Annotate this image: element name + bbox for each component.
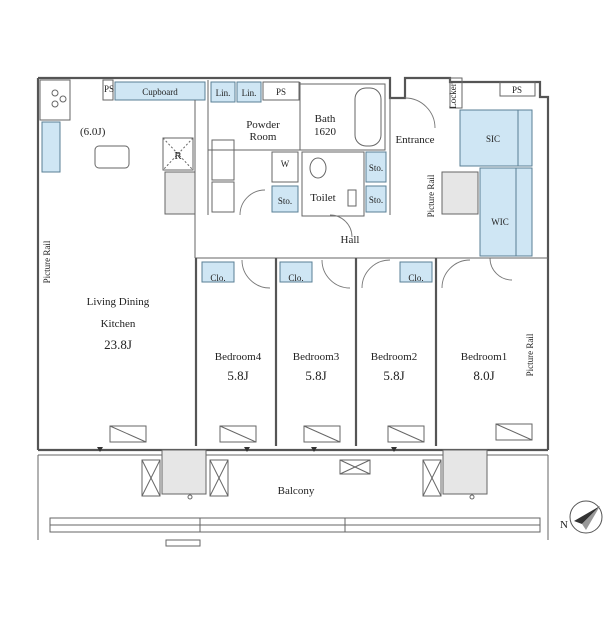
powder-room-label-2: Room	[250, 131, 277, 143]
bedroom4-size: 5.8J	[227, 368, 248, 383]
bedroom2-size: 5.8J	[383, 368, 404, 383]
powder-room-label-1: Powder	[246, 119, 280, 131]
ac-outdoor-left	[161, 449, 207, 495]
toilet-label: Toilet	[310, 192, 336, 204]
toilet-sink	[347, 189, 357, 207]
ldk-size: 23.8J	[104, 337, 132, 352]
bath-toilet-area: Bath 1620 Toilet Sto. Sto. Hall	[299, 82, 387, 246]
sink	[94, 145, 130, 169]
locker	[449, 77, 463, 109]
bedroom4: Clo. Bedroom4 5.8J	[201, 259, 271, 452]
bedroom1-size: 8.0J	[473, 368, 494, 383]
ps-left-box	[102, 79, 114, 101]
ldk-area: Picture Rail Living Dining Kitchen 23.8J	[42, 240, 150, 452]
sto1-label: Sto.	[278, 196, 292, 206]
lin2-label: Lin.	[242, 88, 257, 98]
fridge-label: R	[174, 150, 182, 162]
balcony: Balcony	[37, 449, 549, 547]
vanity	[211, 139, 235, 181]
north-arrow: N	[560, 500, 603, 534]
storage-2	[365, 151, 387, 183]
stove	[39, 79, 71, 121]
linen-closet-2	[236, 81, 262, 103]
interior-walls	[194, 257, 548, 446]
bedroom3-size: 5.8J	[305, 368, 326, 383]
ps-right-label: PS	[512, 85, 522, 95]
ldk-label-1: Living Dining	[87, 296, 150, 308]
bedroom3-label: Bedroom3	[293, 351, 340, 363]
pantry-box	[164, 171, 196, 215]
picture-rail-left: Picture Rail	[42, 240, 52, 283]
clo4	[201, 261, 235, 283]
fridge	[162, 137, 194, 171]
hatch	[165, 539, 201, 547]
linen-closet-1	[210, 81, 236, 103]
clo1-label: Clo.	[210, 273, 225, 283]
bathtub	[354, 87, 382, 147]
wic-label: WIC	[491, 217, 509, 227]
wic-shelf	[515, 167, 533, 257]
drain-box	[339, 459, 371, 475]
clo2	[399, 261, 433, 283]
toilet-bowl	[309, 157, 327, 179]
washer-box	[271, 151, 299, 183]
picture-rail-right: Picture Rail	[525, 333, 535, 376]
entrance-area: Entrance Locker PS SIC Picture Rail WIC	[389, 77, 536, 281]
bath-label-2: 1620	[314, 126, 337, 138]
ps-mid-box	[262, 81, 300, 101]
powder-room-area: Lin. Lin. PS Powder Room W Sto.	[207, 80, 300, 216]
north-label: N	[560, 519, 568, 531]
picture-rail-entrance: Picture Rail	[426, 174, 436, 217]
kitchen-size: (6.0J)	[80, 126, 106, 138]
sto3-label: Sto.	[369, 195, 383, 205]
bedroom1: Bedroom1 8.0J Picture Rail	[441, 259, 535, 441]
bath-label-1: Bath	[315, 113, 336, 125]
ps-right-box	[499, 81, 536, 97]
bedroom4-label: Bedroom4	[215, 351, 262, 363]
cupboard-label: Cupboard	[142, 87, 178, 97]
hall-label: Hall	[341, 234, 360, 246]
sto2-label: Sto.	[369, 163, 383, 173]
bedroom2: Clo. Bedroom2 5.8J	[361, 259, 433, 452]
sic-label: SIC	[486, 134, 500, 144]
clo3-label: Clo.	[408, 273, 423, 283]
kitchen-counter-blue	[41, 121, 61, 173]
ps-mid-label: PS	[276, 87, 286, 97]
locker-label: Locker	[448, 83, 458, 108]
bedroom3: Clo. Bedroom3 5.8J	[279, 259, 351, 452]
bedroom1-label: Bedroom1	[461, 351, 507, 363]
ldk-ac-unit	[109, 425, 147, 443]
sic-shelf	[517, 109, 533, 167]
bathroom	[299, 83, 386, 151]
vanity-2	[211, 181, 235, 213]
kitchen-area: (6.0J) PS Cupboard R	[39, 79, 206, 258]
entrance-label: Entrance	[395, 134, 434, 146]
ac-outdoor-right	[442, 449, 488, 495]
ps-left-label: PS	[104, 84, 114, 94]
toilet-room	[301, 151, 365, 217]
storage-1	[271, 185, 299, 213]
lin1-label: Lin.	[216, 88, 231, 98]
bedroom2-label: Bedroom2	[371, 351, 417, 363]
storage-3	[365, 185, 387, 213]
clo2-label: Clo.	[288, 273, 303, 283]
clo3	[279, 261, 313, 283]
ldk-label-2: Kitchen	[101, 318, 136, 330]
balcony-label: Balcony	[278, 485, 315, 497]
washer-label: W	[281, 159, 290, 169]
shoe-box	[441, 171, 479, 215]
cupboard	[114, 81, 206, 101]
